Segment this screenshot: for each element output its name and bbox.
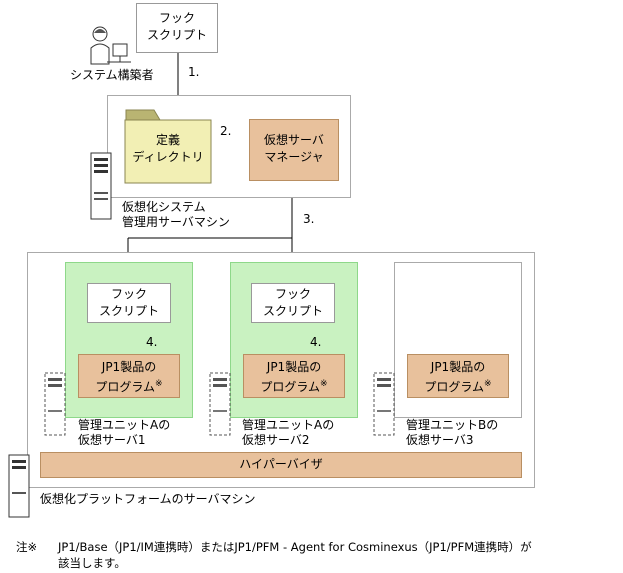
server-3-program-text: JP1製品の プログラム xyxy=(424,360,486,394)
management-machine-label: 仮想化システム 管理用サーバマシン xyxy=(122,200,230,229)
server-2-step-4-label: 4. xyxy=(310,335,322,349)
server-3-jp1-program-box: JP1製品の プログラム※ xyxy=(407,354,509,398)
server-2-label: 管理ユニットAの 仮想サーバ2 xyxy=(242,418,335,447)
platform-machine-label: 仮想化プラットフォームのサーバマシン xyxy=(40,492,256,506)
footnote-line-2: 該当します。 xyxy=(58,556,126,570)
platform-server-tower-icon xyxy=(8,454,30,518)
virtual-server-manager-label: 仮想サーバ マネージャ xyxy=(264,133,324,164)
step-2-label: 2. xyxy=(220,124,232,138)
hook-script-label: フック スクリプト xyxy=(146,11,207,42)
server-2-hook-script-label: フック スクリプト xyxy=(262,287,323,318)
hook-script-document: フック スクリプト xyxy=(136,3,218,53)
server-1-hook-script-label: フック スクリプト xyxy=(98,287,159,318)
folder-icon xyxy=(124,109,212,184)
server-3-jp1-program-label: JP1製品の プログラム※ xyxy=(408,359,508,396)
server-1-jp1-program-label: JP1製品の プログラム※ xyxy=(79,359,179,396)
server-2-program-text: JP1製品の プログラム xyxy=(260,360,322,394)
footnote-line-1: JP1/Base（JP1/IM連携時）またはJP1/PFM - Agent fo… xyxy=(58,540,532,554)
server-tower-icon xyxy=(90,152,112,220)
person-at-computer-icon xyxy=(90,26,131,65)
server-2-hook-script-document: フック スクリプト xyxy=(251,283,335,323)
virtual-server-manager-box: 仮想サーバ マネージャ xyxy=(249,119,339,181)
system-builder-label: システム構築者 xyxy=(70,68,154,82)
server-3-label: 管理ユニットBの 仮想サーバ3 xyxy=(406,418,499,447)
server-3-tower-icon xyxy=(373,372,395,436)
server-1-label: 管理ユニットAの 仮想サーバ1 xyxy=(78,418,171,447)
step-3-label: 3. xyxy=(303,212,315,226)
server-1-program-text: JP1製品の プログラム xyxy=(95,360,157,394)
hypervisor-bar: ハイパーバイザ xyxy=(40,452,522,478)
server-2-tower-icon xyxy=(209,372,231,436)
server-2-jp1-program-box: JP1製品の プログラム※ xyxy=(243,354,345,398)
server-1-hook-script-document: フック スクリプト xyxy=(87,283,171,323)
definition-directory-label: 定義 ディレクトリ xyxy=(132,133,204,164)
server-1-jp1-program-box: JP1製品の プログラム※ xyxy=(78,354,180,398)
server-2-note-mark: ※ xyxy=(320,379,328,389)
server-2-jp1-program-label: JP1製品の プログラム※ xyxy=(244,359,344,396)
server-3-note-mark: ※ xyxy=(484,379,492,389)
server-1-note-mark: ※ xyxy=(155,379,163,389)
server-1-tower-icon xyxy=(44,372,66,436)
footnote-prefix: 注※ xyxy=(16,540,38,554)
hypervisor-label: ハイパーバイザ xyxy=(239,457,323,471)
server-1-step-4-label: 4. xyxy=(146,335,158,349)
step-1-label: 1. xyxy=(188,65,200,79)
